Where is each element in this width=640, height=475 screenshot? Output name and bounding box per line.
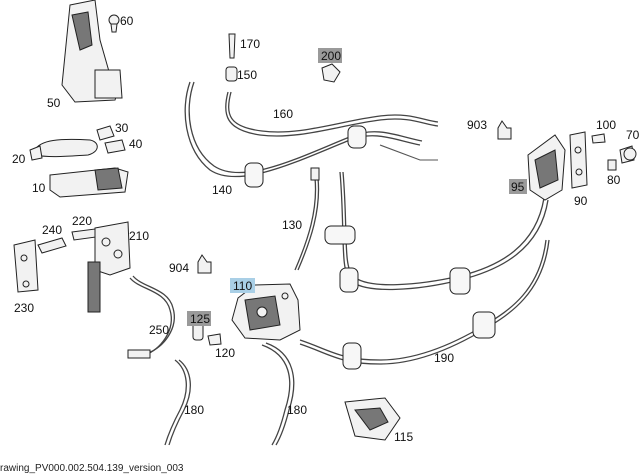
label-20: 20 [12, 152, 26, 166]
cable-130 [294, 167, 320, 271]
label-60: 60 [120, 14, 134, 28]
pin-part-240 [37, 237, 67, 254]
label-250: 250 [149, 323, 169, 337]
grommet [324, 225, 356, 245]
label-part-903 [497, 120, 512, 140]
pin-part-170 [228, 33, 236, 59]
lock-carrier-part-210 [87, 221, 131, 313]
bolt-part-120 [207, 333, 222, 346]
cable-140 [184, 81, 423, 188]
badge-110-highlight [230, 278, 255, 293]
screw-part-60 [108, 14, 120, 33]
label-80: 80 [607, 173, 621, 187]
grommet [472, 311, 496, 339]
grommet [342, 342, 362, 370]
badge-95 [509, 179, 527, 194]
pin-part-220 [71, 228, 97, 241]
door-lock-part-110 [231, 283, 301, 341]
label-130: 130 [282, 218, 302, 232]
label-50: 50 [47, 96, 61, 110]
pin-part-70 [619, 145, 637, 164]
cable-190 [299, 171, 550, 370]
door-handle-part-20 [29, 138, 98, 161]
label-210: 210 [129, 229, 149, 243]
label-904: 904 [169, 261, 189, 275]
grommet [339, 267, 359, 293]
label-220: 220 [72, 214, 92, 228]
label-160: 160 [273, 107, 293, 121]
label-40: 40 [129, 137, 143, 151]
grommet [449, 267, 471, 295]
bracket-part-10 [49, 167, 129, 198]
cable-160 [225, 91, 439, 161]
label-903: 903 [467, 118, 487, 132]
cable-180-lower [261, 342, 295, 446]
badge-200 [318, 48, 342, 63]
badge-125 [187, 311, 211, 326]
grommet [347, 125, 367, 149]
label-200: 200 [321, 49, 341, 63]
cable-end [310, 167, 320, 181]
label-part-904 [197, 254, 212, 274]
label-180-lower: 180 [287, 403, 307, 417]
cable-180-left [164, 359, 191, 446]
plate-part-230 [13, 239, 39, 293]
cap-part-200 [321, 63, 341, 83]
door-lock-part-95 [527, 134, 566, 201]
plate-part-90 [569, 131, 588, 189]
connector [127, 349, 151, 359]
label-70: 70 [626, 128, 640, 142]
label-125: 125 [190, 312, 210, 326]
label-10: 10 [32, 181, 46, 195]
nut-part-80 [607, 159, 617, 171]
label-110: 110 [233, 279, 252, 293]
label-180-left: 180 [184, 403, 204, 417]
label-190: 190 [434, 351, 454, 365]
label-150: 150 [237, 68, 257, 82]
label-95: 95 [511, 180, 525, 194]
label-240: 240 [42, 223, 62, 237]
label-170: 170 [240, 37, 260, 51]
cover-part-115 [344, 397, 401, 441]
label-90: 90 [574, 194, 588, 208]
pin-part-100 [591, 133, 606, 144]
grommet [244, 162, 264, 188]
cap-part-30 [96, 125, 115, 141]
sleeve-part-150 [225, 66, 238, 82]
cap-part-40 [104, 139, 126, 154]
drawing-caption: rawing_PV000.002.504.139_version_003 [0, 463, 184, 474]
handle-carrier-part-50 [61, 0, 123, 103]
label-100: 100 [596, 118, 616, 132]
cable-250 [127, 275, 175, 359]
label-115: 115 [394, 430, 413, 444]
label-120: 120 [215, 346, 235, 360]
label-30: 30 [115, 121, 129, 135]
label-230: 230 [14, 301, 34, 315]
label-140: 140 [212, 183, 232, 197]
